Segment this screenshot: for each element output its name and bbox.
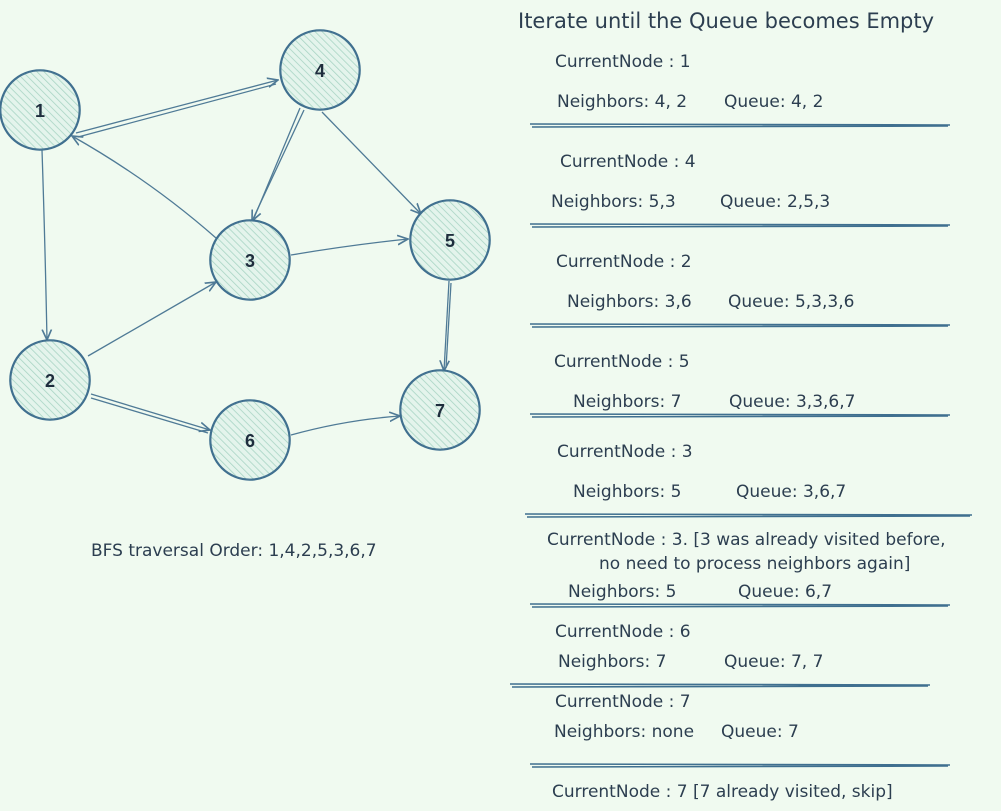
- step-current-node: CurrentNode : 3: [557, 442, 693, 462]
- node-label-4: 4: [315, 61, 325, 81]
- node-label-5: 5: [445, 231, 455, 251]
- node-label-2: 2: [45, 371, 55, 391]
- step-queue: Queue: 6,7: [738, 582, 832, 602]
- step-divider: [529, 223, 951, 228]
- graph-node-6: 6: [209, 399, 291, 481]
- step-queue: Queue: 3,6,7: [736, 482, 846, 502]
- step-current-node: CurrentNode : 5: [554, 352, 690, 372]
- step-divider: [509, 683, 931, 688]
- step-divider: [529, 413, 951, 418]
- bfs-step-6: CurrentNode : 3. [3 was already visited …: [529, 530, 951, 608]
- graph-node-2: 2: [9, 339, 91, 421]
- step-divider: [524, 513, 973, 518]
- step-neighbors: Neighbors: 5,3: [551, 192, 676, 212]
- step-queue: Queue: 7, 7: [724, 652, 823, 672]
- graph-edges: [41, 80, 452, 436]
- bfs-step-9: CurrentNode : 7 [7 already visited, skip…: [552, 782, 893, 802]
- edge-6-to-7: [290, 416, 400, 436]
- step-neighbors: Neighbors: 3,6: [567, 292, 692, 312]
- bfs-step-1: CurrentNode : 1 Neighbors: 4, 2 Queue: 4…: [529, 52, 951, 128]
- step-neighbors: Neighbors: 7: [573, 392, 681, 412]
- step-neighbors: Neighbors: 4, 2: [557, 92, 687, 112]
- step-neighbors: Neighbors: none: [554, 722, 694, 742]
- bfs-step-3: CurrentNode : 2 Neighbors: 3,6 Queue: 5,…: [529, 252, 951, 328]
- bfs-step-5: CurrentNode : 3 Neighbors: 5 Queue: 3,6,…: [524, 442, 973, 518]
- graph-node-1: 1: [0, 69, 81, 151]
- bfs-step-7: CurrentNode : 6 Neighbors: 7 Queue: 7, 7: [509, 622, 931, 688]
- step-current-node: CurrentNode : 7: [555, 692, 691, 712]
- step-neighbors: Neighbors: 5: [568, 582, 676, 602]
- edge-1-to-4: [75, 80, 278, 134]
- step-current-node: CurrentNode : 4: [560, 152, 696, 172]
- step-divider: [529, 123, 951, 128]
- step-queue: Queue: 2,5,3: [720, 192, 830, 212]
- step-queue: Queue: 5,3,3,6: [728, 292, 854, 312]
- bfs-traversal-order: BFS traversal Order: 1,4,2,5,3,6,7: [91, 541, 377, 561]
- edge-4-to-5: [321, 111, 421, 214]
- step-divider: [529, 763, 951, 768]
- node-label-1: 1: [35, 101, 45, 121]
- edge-5-to-7: [444, 280, 449, 371]
- step-queue: Queue: 3,3,6,7: [729, 392, 855, 412]
- graph-node-7: 7: [399, 369, 481, 451]
- bfs-step-8: CurrentNode : 7 Neighbors: none Queue: 7: [529, 692, 951, 768]
- edge-3-to-5: [290, 239, 408, 256]
- edge-5-to-7-sketch: [445, 282, 452, 369]
- graph-node-4: 4: [279, 29, 361, 111]
- edge-1-to-2: [41, 149, 47, 340]
- step-neighbors: Neighbors: 5: [573, 482, 681, 502]
- edge-2-to-6: [90, 393, 210, 430]
- step-current-node: CurrentNode : 3. [3 was already visited …: [547, 530, 946, 550]
- node-label-6: 6: [245, 431, 255, 451]
- step-divider: [529, 323, 951, 328]
- step-divider: [529, 603, 951, 608]
- edge-1-to-4-sketch: [77, 83, 277, 138]
- step-current-node-note: no need to process neighbors again]: [599, 554, 910, 574]
- edge-3-to-1: [72, 136, 217, 239]
- edge-4-to-3-sketch: [253, 107, 301, 219]
- step-current-node: CurrentNode : 6: [555, 622, 691, 642]
- graph-node-5: 5: [409, 199, 491, 281]
- edge-2-to-6-sketch: [90, 397, 209, 434]
- edge-2-to-3: [87, 282, 216, 357]
- step-current-node: CurrentNode : 7 [7 already visited, skip…: [552, 782, 893, 802]
- step-current-node: CurrentNode : 1: [555, 52, 691, 72]
- bfs-step-2: CurrentNode : 4 Neighbors: 5,3 Queue: 2,…: [529, 152, 951, 228]
- node-label-3: 3: [245, 251, 255, 271]
- step-queue: Queue: 4, 2: [724, 92, 823, 112]
- step-queue: Queue: 7: [721, 722, 799, 742]
- bfs-step-4: CurrentNode : 5 Neighbors: 7 Queue: 3,3,…: [529, 352, 951, 418]
- page-title: Iterate until the Queue becomes Empty: [518, 9, 934, 33]
- graph-node-3: 3: [209, 219, 291, 301]
- step-current-node: CurrentNode : 2: [556, 252, 692, 272]
- node-label-7: 7: [435, 401, 445, 421]
- step-neighbors: Neighbors: 7: [558, 652, 666, 672]
